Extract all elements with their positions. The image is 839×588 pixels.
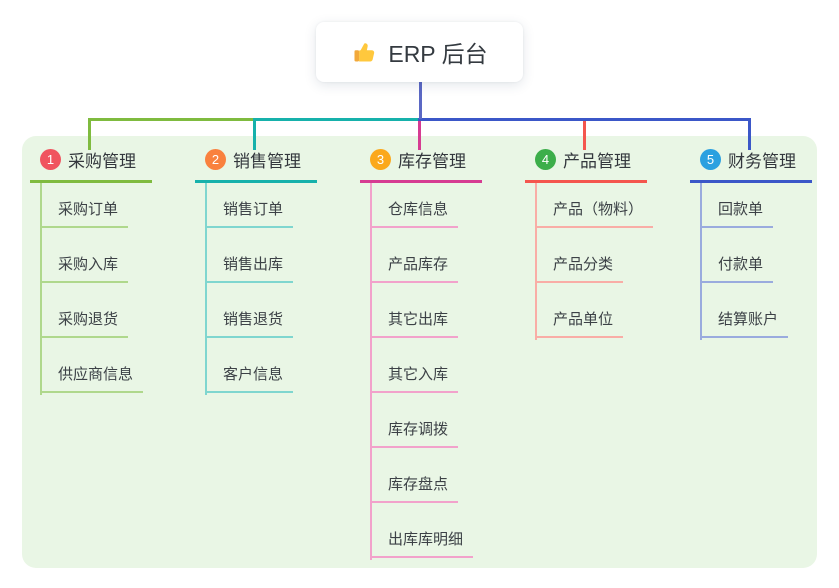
branch-title-2[interactable]: 2 销售管理: [195, 147, 317, 183]
root-node[interactable]: ERP 后台: [316, 22, 523, 82]
child-node[interactable]: 库存调拨: [370, 420, 459, 448]
child-node[interactable]: 付款单: [700, 255, 774, 283]
child-node[interactable]: 结算账户: [700, 310, 789, 338]
branch-connector-stub: [253, 118, 256, 150]
child-node[interactable]: 产品（物料）: [535, 200, 654, 228]
child-node[interactable]: 仓库信息: [370, 200, 459, 228]
thumbs-up-icon: [351, 39, 378, 66]
branch-connector-stub: [418, 118, 421, 150]
branch-title-3[interactable]: 3 库存管理: [360, 147, 482, 183]
branch-title-5[interactable]: 5 财务管理: [690, 147, 812, 183]
branch-connector-rail: [253, 118, 421, 121]
child-node[interactable]: 产品单位: [535, 310, 624, 338]
branch-trunk-line: [205, 180, 207, 395]
child-node[interactable]: 供应商信息: [40, 365, 144, 393]
branch-trunk-line: [700, 180, 702, 340]
branch-label: 库存管理: [398, 152, 466, 171]
child-node[interactable]: 出库库明细: [370, 530, 474, 558]
child-node[interactable]: 其它出库: [370, 310, 459, 338]
branch-badge: 2: [205, 149, 226, 170]
branch-label: 产品管理: [563, 152, 631, 171]
branch-trunk-line: [40, 180, 42, 395]
branch-trunk-line: [370, 180, 372, 560]
branch-connector-rail: [88, 118, 256, 121]
branches-background-panel: [22, 136, 817, 568]
branch-title-1[interactable]: 1 采购管理: [30, 147, 152, 183]
root-label: ERP 后台: [388, 41, 488, 67]
child-node[interactable]: 采购订单: [40, 200, 129, 228]
child-node[interactable]: 客户信息: [205, 365, 294, 393]
branch-badge: 4: [535, 149, 556, 170]
child-node[interactable]: 销售出库: [205, 255, 294, 283]
child-node[interactable]: 采购退货: [40, 310, 129, 338]
child-node[interactable]: 产品库存: [370, 255, 459, 283]
child-node[interactable]: 销售退货: [205, 310, 294, 338]
child-node[interactable]: 采购入库: [40, 255, 129, 283]
child-node[interactable]: 回款单: [700, 200, 774, 228]
branch-label: 财务管理: [728, 152, 796, 171]
branch-badge: 5: [700, 149, 721, 170]
child-node[interactable]: 库存盘点: [370, 475, 459, 503]
branch-label: 采购管理: [68, 152, 136, 171]
child-node[interactable]: 产品分类: [535, 255, 624, 283]
branch-connector-rail: [418, 118, 751, 121]
child-node[interactable]: 其它入库: [370, 365, 459, 393]
branch-badge: 1: [40, 149, 61, 170]
branch-trunk-line: [535, 180, 537, 340]
branch-connector-stub: [748, 118, 751, 150]
branch-title-4[interactable]: 4 产品管理: [525, 147, 647, 183]
root-connector-line: [419, 82, 422, 119]
child-node[interactable]: 销售订单: [205, 200, 294, 228]
branch-label: 销售管理: [233, 152, 301, 171]
branch-connector-stub: [583, 118, 586, 150]
branch-connector-stub: [88, 118, 91, 150]
branch-badge: 3: [370, 149, 391, 170]
